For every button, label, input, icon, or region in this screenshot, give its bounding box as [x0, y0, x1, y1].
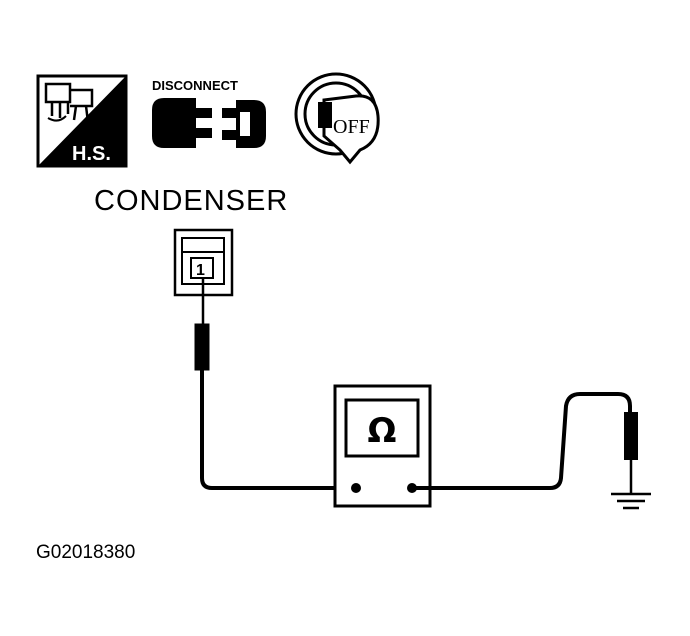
disconnect-label: DISCONNECT	[152, 78, 238, 93]
ohm-symbol: Ω	[368, 411, 397, 451]
hs-label: H.S.	[72, 143, 111, 165]
test-lead-ground	[412, 392, 638, 494]
ohmmeter: Ω	[333, 384, 432, 508]
connector-pin-label: 1	[196, 262, 205, 279]
ground-symbol	[611, 492, 651, 510]
ignition-off-icon: OFF	[294, 72, 380, 165]
disconnect-icon: DISCONNECT	[152, 78, 266, 148]
harness-side-icon: H.S.	[36, 74, 128, 168]
component-label: CONDENSER	[94, 185, 288, 217]
meter-terminal-left	[351, 483, 361, 493]
figure-code: G02018380	[36, 542, 135, 563]
test-lead-positive	[194, 278, 354, 490]
ignition-label: OFF	[333, 116, 370, 138]
